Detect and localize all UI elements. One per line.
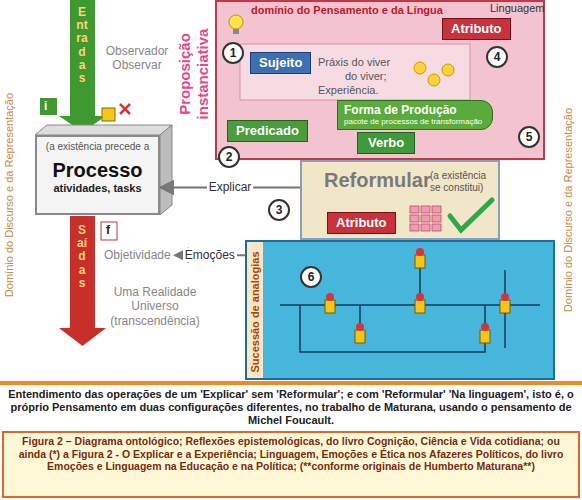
proposition-label: Proposição instanciativa — [176, 8, 212, 140]
connector-label: Emoções — [183, 248, 237, 262]
node-text: Forma de Produção — [344, 103, 482, 117]
production-arrow: Forma de Produçãopacote de processos de … — [337, 100, 493, 130]
connector-label: Explicar — [207, 180, 254, 194]
observer-label: Observador Observar — [102, 44, 172, 73]
praxis-label: Práxis do viver — [318, 56, 390, 69]
node-text: (a existência se constitui) — [430, 170, 496, 194]
input-square — [40, 98, 57, 115]
attribute-box: Atributo — [442, 18, 511, 40]
separator-bar — [0, 381, 582, 385]
package-stack — [410, 206, 441, 231]
caption-box: Figura 2 – Diagrama ontológico; Reflexõe… — [2, 431, 580, 498]
output-label: Saídas — [76, 224, 88, 290]
node-text: domínio do Pensamento e da Língua — [251, 4, 443, 17]
analogy-fill — [245, 240, 555, 380]
check-mark — [450, 200, 492, 230]
node-text: atividades, tasks — [40, 182, 155, 195]
input-symbol: i — [44, 99, 47, 113]
box-top-face — [35, 125, 172, 135]
callout-number: 2 — [218, 146, 240, 168]
callout-number: 4 — [486, 46, 508, 68]
caption-text: Figura 2 – Diagrama ontológico; Reflexõe… — [10, 435, 572, 473]
praxis-area — [240, 44, 470, 100]
predicate-box: Predicado — [227, 120, 308, 142]
attribute-box: Atributo — [327, 212, 396, 234]
node-text: Atributo — [451, 21, 502, 37]
box-side-face — [160, 125, 172, 215]
output-square — [101, 222, 117, 240]
language-label: Linguagem — [490, 2, 544, 15]
input-label: Entradas — [76, 6, 88, 85]
node-text: Predicado — [236, 123, 299, 139]
node-text: Sujeito — [259, 55, 302, 71]
smiley-icon — [428, 74, 440, 86]
figure-icons — [325, 248, 510, 343]
smiley-icon — [442, 64, 454, 76]
node-text: (a existência precede a — [40, 141, 155, 153]
node-text: Processo — [40, 158, 155, 182]
explanation-box: Entendimento das operações de um 'Explic… — [0, 386, 582, 430]
callout-number: 6 — [300, 266, 322, 288]
lightbulb-base — [233, 29, 239, 34]
cross-mark — [120, 104, 130, 114]
verb-box: Verbo — [357, 132, 415, 154]
subject-box: Sujeito — [250, 52, 311, 74]
reformulate-fill — [300, 160, 500, 240]
domain-label: Domínio do Discurso e da Representação — [562, 40, 575, 380]
praxis-label: Experiência. — [318, 84, 379, 97]
praxis-label: do viver; — [345, 70, 387, 83]
callout-number: 1 — [222, 42, 244, 64]
cube-icon — [102, 108, 115, 121]
smiley-icon — [414, 62, 426, 74]
objectivity-node: Objetividade — [100, 245, 175, 265]
node-text: pacote de processos de transformação — [344, 117, 482, 127]
callout-number: 3 — [268, 199, 290, 221]
thought-domain-fill — [215, 0, 545, 160]
analogy-region: Sucessão de analogias — [245, 240, 555, 380]
node-text: Sucessão de analogias — [249, 246, 262, 378]
domain-label: Domínio do Discurso e da Representação — [3, 45, 16, 345]
lightbulb-icon — [229, 15, 243, 29]
circuit-lines — [280, 262, 540, 352]
output-arrow — [59, 216, 106, 346]
output-symbol: f — [106, 223, 110, 237]
node-text: Reformular — [324, 168, 431, 192]
node-text: Entendimento das operações de um 'Explic… — [8, 388, 574, 428]
input-arrow — [59, 0, 106, 132]
callout-number: 5 — [518, 126, 540, 148]
reformulate-panel: Reformular(a existência se constitui) Atr… — [300, 160, 500, 240]
analogy-strip — [247, 242, 263, 378]
node-text: Atributo — [336, 215, 387, 231]
node-text: Objetividade — [104, 248, 171, 262]
process-box: (a existência precede a Processoatividade… — [35, 135, 160, 215]
reality-label: Uma Realidade Universo (transcendência) — [100, 285, 210, 328]
node-text: Verbo — [368, 135, 404, 151]
